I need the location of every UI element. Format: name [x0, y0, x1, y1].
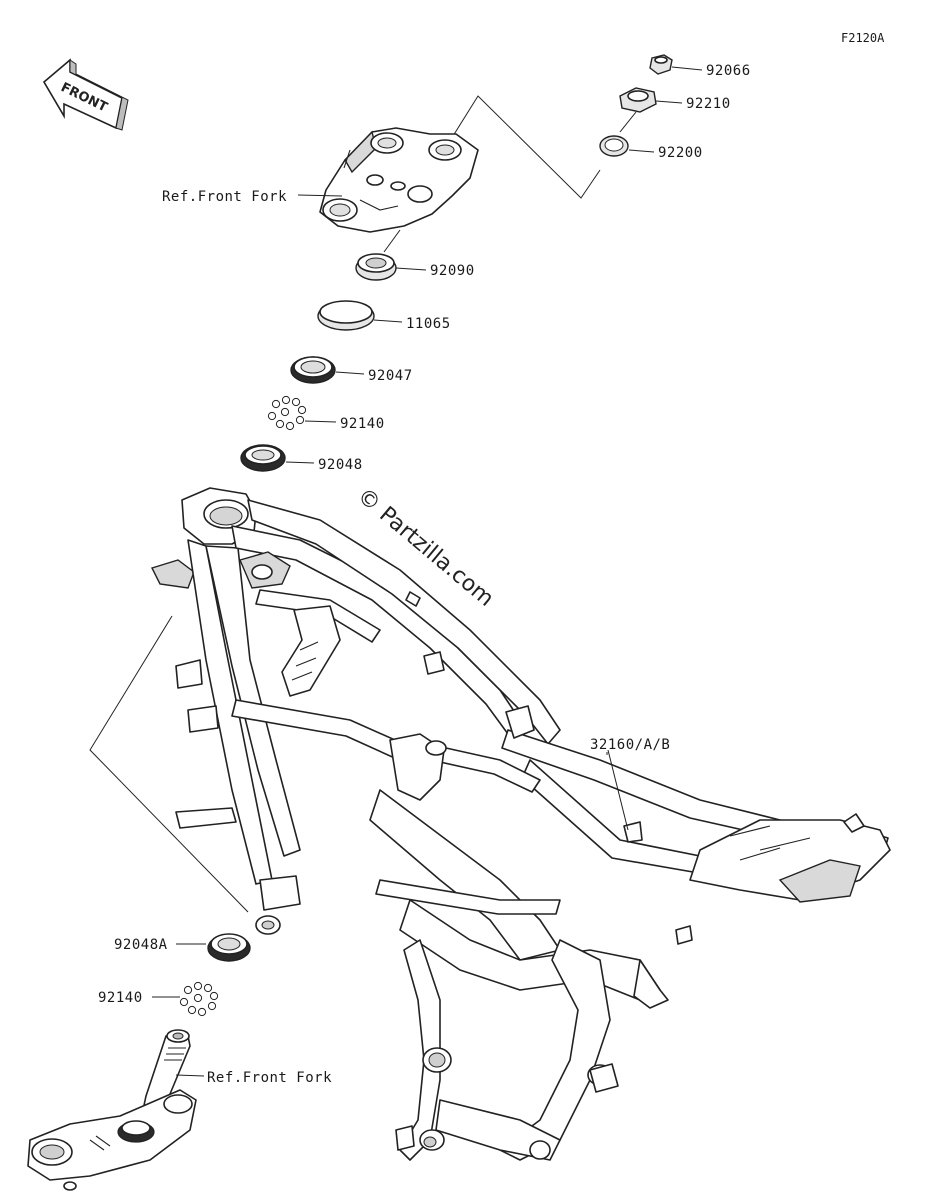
callout-92048A: 92048A: [114, 937, 168, 953]
upper-triple-clamp[interactable]: [319, 127, 479, 233]
callout-92066: 92066: [706, 63, 751, 79]
part-92090-nut-icon[interactable]: [355, 253, 397, 281]
part-92140-balls-upper-icon[interactable]: [267, 395, 307, 431]
main-frame[interactable]: [151, 487, 891, 1161]
part-92200-washer-icon[interactable]: [599, 135, 629, 157]
front-arrow-icon: FRONT: [42, 58, 129, 131]
part-92210-nut-icon[interactable]: [619, 87, 657, 113]
part-92066-nut-icon[interactable]: [649, 54, 673, 75]
callout-92140-upper: 92140: [340, 416, 385, 432]
callout-92200: 92200: [658, 145, 703, 161]
callout-92047: 92047: [368, 368, 413, 384]
part-92140-balls-lower-icon[interactable]: [179, 981, 219, 1017]
lower-triple-clamp-stem[interactable]: [27, 1029, 197, 1191]
part-92047-bearing-icon[interactable]: [290, 356, 336, 384]
diagram-code: F2120A: [841, 31, 885, 45]
callout-92090: 92090: [430, 263, 475, 279]
part-92048-race-icon[interactable]: [240, 444, 286, 472]
callout-ref-front-fork-upper: Ref.Front Fork: [162, 189, 287, 205]
callout-32160: 32160/A/B: [590, 737, 670, 753]
callout-ref-front-fork-lower: Ref.Front Fork: [207, 1070, 332, 1086]
callout-92140-lower: 92140: [98, 990, 143, 1006]
callout-92210: 92210: [686, 96, 731, 112]
part-92048A-race-icon[interactable]: [207, 933, 251, 962]
part-11065-cap-icon[interactable]: [317, 300, 375, 331]
callout-11065: 11065: [406, 316, 451, 332]
callout-92048: 92048: [318, 457, 363, 473]
